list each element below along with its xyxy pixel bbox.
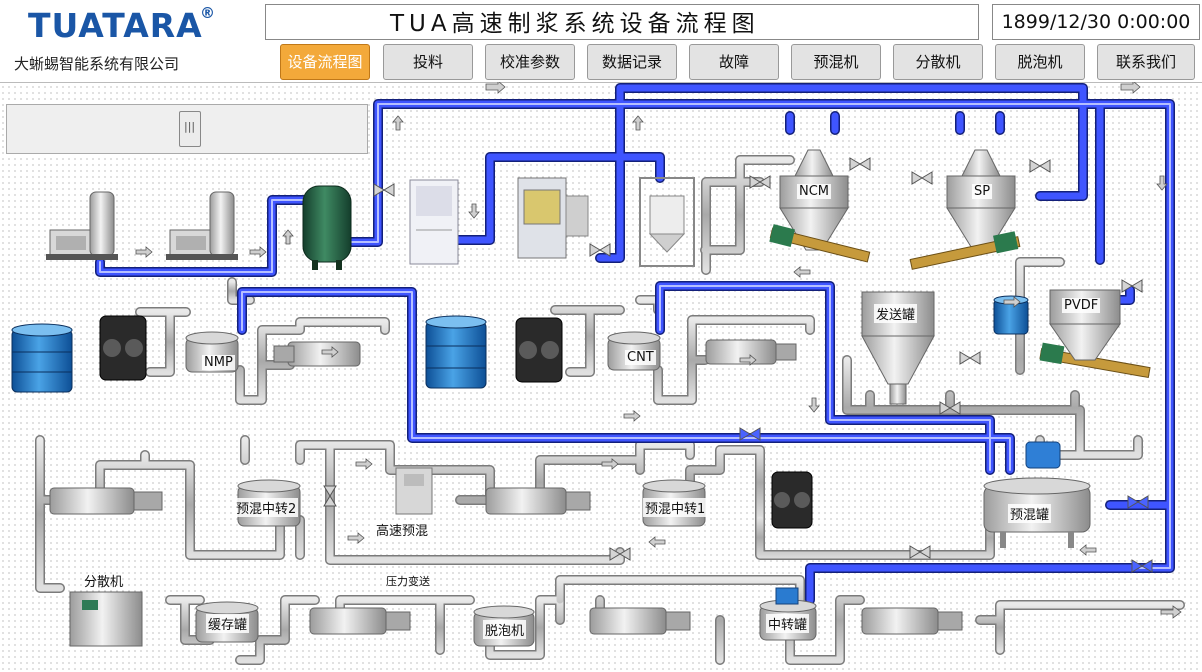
screw-conveyor-ncm bbox=[769, 224, 871, 263]
valves bbox=[323, 157, 1153, 573]
label-premix-transfer-2: 预混中转2 bbox=[234, 498, 299, 517]
label-sp: SP bbox=[972, 184, 993, 199]
tab-disperser[interactable]: 分散机 bbox=[893, 44, 983, 80]
slider-thumb[interactable] bbox=[179, 111, 201, 147]
company-logo: TUATARA bbox=[28, 6, 203, 45]
nmp-drum bbox=[11, 323, 73, 393]
tab-data-log[interactable]: 数据记录 bbox=[587, 44, 677, 80]
dryer-cabinet bbox=[409, 179, 459, 265]
horizontal-slider[interactable] bbox=[6, 104, 368, 154]
datetime-display: 1899/12/30 0:00:00 bbox=[992, 4, 1200, 40]
tab-feeding[interactable]: 投料 bbox=[383, 44, 473, 80]
air-compressor-2 bbox=[166, 191, 238, 260]
label-pressure-transmitter: 压力变送 bbox=[386, 575, 430, 588]
screw-conveyor-sp bbox=[909, 231, 1021, 270]
tab-fault[interactable]: 故障 bbox=[689, 44, 779, 80]
label-ncm: NCM bbox=[797, 184, 832, 199]
label-nmp: NMP bbox=[202, 355, 235, 370]
label-buffer-tank: 缓存罐 bbox=[206, 614, 250, 633]
big-bag-station bbox=[639, 177, 695, 267]
tab-contact[interactable]: 联系我们 bbox=[1097, 44, 1195, 80]
label-transfer-tank: 中转罐 bbox=[766, 614, 810, 633]
label-defoamer: 脱泡机 bbox=[483, 620, 527, 639]
label-send-tank: 发送罐 bbox=[874, 304, 918, 323]
tab-calibration[interactable]: 校准参数 bbox=[485, 44, 575, 80]
diaphragm-pump-nmp bbox=[99, 315, 147, 381]
label-high-speed-premix: 高速预混 bbox=[374, 520, 431, 539]
flow-arrows bbox=[135, 82, 1182, 619]
label-disperser: 分散机 bbox=[84, 575, 124, 590]
label-premix-transfer-1: 预混中转1 bbox=[643, 498, 708, 517]
company-name: 大蜥蜴智能系统有限公司 bbox=[14, 55, 180, 73]
cnt-drum bbox=[425, 315, 487, 389]
title-frame bbox=[265, 4, 979, 40]
label-premix-tank: 预混罐 bbox=[1008, 504, 1052, 523]
tab-defoamer[interactable]: 脱泡机 bbox=[995, 44, 1085, 80]
air-compressor-1 bbox=[46, 191, 118, 260]
screw-pump-row bbox=[49, 339, 963, 635]
diaphragm-pump-premix bbox=[771, 471, 813, 529]
process-diagram bbox=[11, 82, 1185, 665]
diaphragm-pump-cnt bbox=[515, 317, 563, 383]
tab-premixer[interactable]: 预混机 bbox=[791, 44, 881, 80]
label-cnt: CNT bbox=[625, 350, 656, 365]
disperser-unit bbox=[69, 591, 143, 647]
header: TUATARA ® 大蜥蜴智能系统有限公司 TUA高速制浆系统设备流程图 189… bbox=[0, 0, 1202, 83]
high-speed-premix-machine bbox=[395, 467, 433, 515]
registered-mark: ® bbox=[200, 4, 215, 22]
label-pvdf: PVDF bbox=[1062, 298, 1101, 313]
air-receiver-tank bbox=[302, 185, 352, 270]
feeding-station bbox=[517, 177, 589, 259]
tab-flowchart[interactable]: 设备流程图 bbox=[280, 44, 370, 80]
page-title: TUA高速制浆系统设备流程图 bbox=[390, 11, 760, 37]
